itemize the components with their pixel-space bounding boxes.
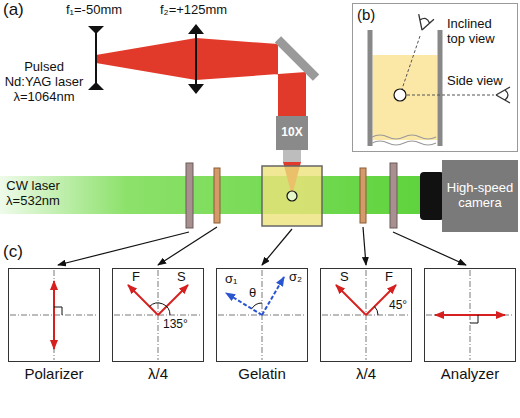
- axis-lines: [218, 270, 306, 360]
- slow-axis-arrow: [158, 285, 188, 315]
- cuvette-wall: [368, 30, 373, 146]
- camera-lens: [420, 172, 444, 220]
- panel-letter: (c): [3, 242, 23, 262]
- laser-label: Pulsed Nd:YAG laser λ=1064nm: [2, 60, 86, 105]
- stress-label: σ₂: [289, 270, 302, 285]
- component-caption: λ/4: [113, 365, 203, 382]
- axis-letter: F: [132, 270, 140, 285]
- stress-arrow: [226, 293, 262, 315]
- eye-icon: [414, 14, 434, 32]
- axis-lines: [114, 270, 202, 360]
- waveplate-panel: λ/4SF45°: [320, 268, 412, 362]
- axis-lines: [322, 270, 410, 360]
- view-label: Side view: [447, 74, 503, 89]
- sight-line: [407, 95, 494, 96]
- panel-letter: (b): [357, 6, 375, 23]
- stress-label: σ₁: [225, 272, 237, 287]
- leader-arrow: [58, 232, 189, 265]
- eye-icon: [496, 87, 510, 103]
- component-caption: λ/4: [321, 365, 411, 382]
- objective-lens: 10X: [276, 116, 308, 150]
- angle-arc: [150, 303, 171, 315]
- angle-label: 135°: [163, 318, 188, 332]
- polarizer-plate: [186, 163, 193, 228]
- stress-arrow: [262, 277, 284, 315]
- leader-arrow: [158, 227, 217, 265]
- bubble-dot: [287, 191, 297, 201]
- gelatin-panel: Gelatinσ₁σ₂θ: [216, 268, 308, 362]
- view-label: Inclined top view: [447, 17, 509, 47]
- fast-axis-arrow: [128, 285, 158, 315]
- mirror: [275, 36, 320, 81]
- slow-axis-arrow: [336, 285, 366, 315]
- sight-line: [402, 36, 420, 89]
- component-caption: Polarizer: [9, 365, 99, 382]
- right-angle-mark: [54, 307, 62, 315]
- focal-length: f₁=-50mm: [66, 3, 122, 18]
- axis-lines: [426, 270, 514, 360]
- focal-length: f₂=+125mm: [160, 3, 227, 18]
- analyzer-plate: [390, 163, 397, 228]
- eye-icon: [496, 87, 510, 103]
- component-caption: Analyzer: [425, 365, 515, 382]
- diverging-lens: [95, 26, 97, 90]
- gelatin-liquid: [373, 55, 438, 140]
- converging-lens: [195, 26, 197, 92]
- cuvette-wall: [438, 30, 443, 146]
- magnification-label: 10X: [281, 126, 302, 140]
- leader-arrow: [363, 227, 366, 265]
- objective-tip: [283, 150, 301, 162]
- quarter-wave-plate: [360, 168, 366, 223]
- axis-letter: S: [177, 270, 186, 285]
- laser-label: CW laser λ=532nm: [2, 179, 64, 209]
- angle-arc: [375, 307, 379, 316]
- diverging-lens-ends: [88, 26, 104, 90]
- angle-arc: [252, 303, 262, 309]
- panel-letter: (a): [3, 0, 24, 20]
- polarization-arrow: [435, 314, 505, 316]
- view-panel: (b) Inclined top viewSide view: [352, 3, 518, 152]
- axis-lines: [10, 270, 514, 360]
- quarter-wave-plate: [214, 168, 220, 223]
- wavy-bottom: [372, 135, 436, 145]
- eye-icon: [414, 14, 434, 32]
- leader-arrow: [262, 229, 292, 265]
- leader-arrow: [393, 232, 466, 265]
- axis-letter: S: [340, 270, 349, 285]
- polarizer-panel: Polarizer: [8, 268, 100, 362]
- component-caption: Gelatin: [217, 365, 307, 382]
- axis-lines: [10, 270, 98, 360]
- camera-body: High-speed camera: [442, 160, 518, 232]
- camera-label: High-speed camera: [445, 181, 515, 211]
- polarization-arrow: [53, 281, 55, 349]
- cw-beam: [0, 176, 422, 214]
- axis-letter: F: [385, 270, 393, 285]
- waveplate-panel: λ/4FS135°: [112, 268, 204, 362]
- bubble: [394, 89, 406, 101]
- right-angle-mark: [470, 315, 478, 323]
- angle-label: 45°: [389, 299, 407, 313]
- angle-label: θ: [249, 286, 256, 301]
- gelatin-cuvette: [262, 166, 322, 226]
- analyzer-panel: Analyzer: [424, 268, 516, 362]
- pulsed-beam: [96, 38, 306, 116]
- converging-lens-ends: [188, 24, 204, 94]
